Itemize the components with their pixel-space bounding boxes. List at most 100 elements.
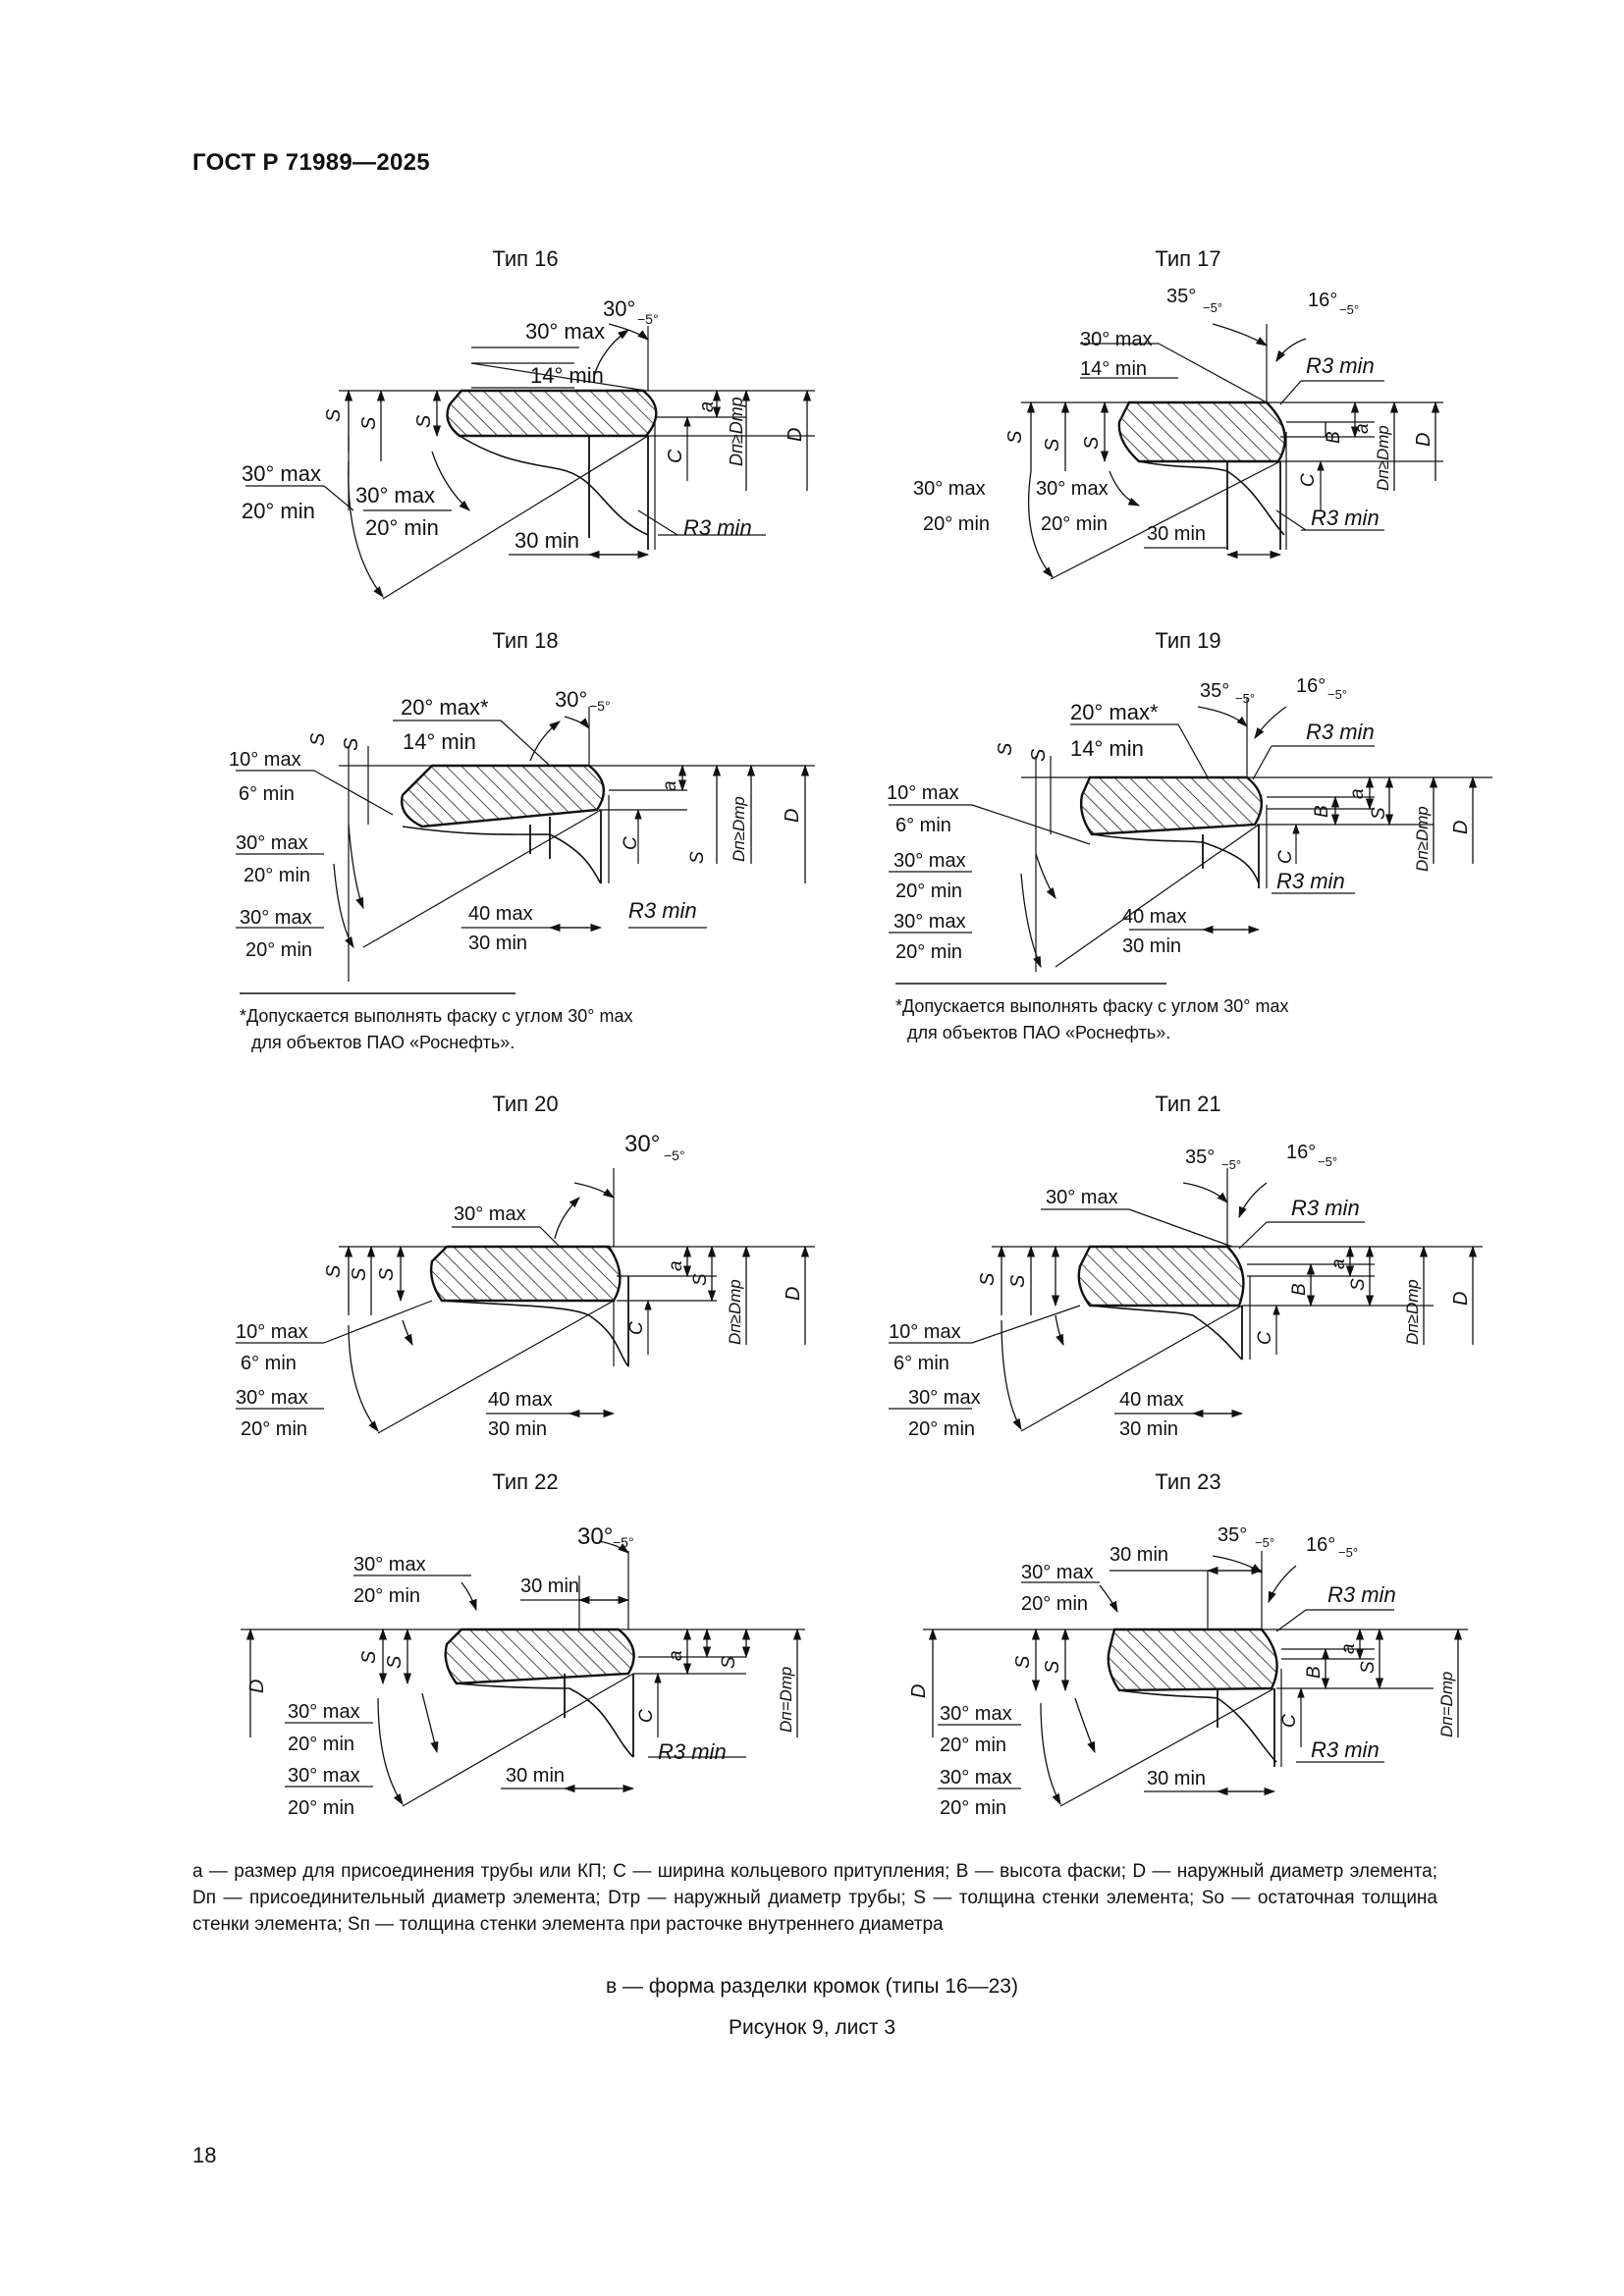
type20-label-S: S <box>323 1264 345 1278</box>
type16-label-D: D <box>785 428 806 442</box>
type19-label-30max-c: 30° max <box>893 911 966 933</box>
type16-label-So: S <box>358 416 380 430</box>
type17-label-16tol: −5° <box>1339 302 1359 317</box>
type16-label-S: S <box>323 408 345 422</box>
type19-footnote-line2: для объектов ПАО «Роснефть». <box>907 1023 1171 1042</box>
type17-title: Тип 17 <box>1155 246 1220 271</box>
type17-label-35deg: 35° <box>1166 286 1196 307</box>
type22-label-20min-c: 20° min <box>288 1797 354 1819</box>
figure-subtitle: в — форма разделки кромок (типы 16—23) <box>606 1975 1018 1998</box>
type21-label-B: B <box>1289 1283 1310 1296</box>
type21-label-C: C <box>1255 1331 1275 1345</box>
figure-legend: a — размер для присоединения трубы или К… <box>192 1861 1437 1935</box>
type18-label-20min-c: 20° min <box>245 939 312 961</box>
type23-label-30max-b: 30° max <box>940 1703 1012 1725</box>
document-header: ГОСТ Р 71989—2025 <box>192 149 430 176</box>
type20-drawing: 30° max 30° −5° 10° max 6° min 30° max 2… <box>236 1131 815 1440</box>
type21-drawing: 30° max 35° −5° 16° −5° R3 min 10° max 6… <box>889 1142 1483 1440</box>
type22-label-So: S <box>384 1655 406 1669</box>
type20-title: Тип 20 <box>492 1092 558 1116</box>
type19-label-So: S <box>1028 748 1050 762</box>
type21-label-a: a <box>1328 1258 1349 1269</box>
type22-label-30max-b: 30° max <box>288 1701 360 1723</box>
type18-label-a: a <box>660 780 680 791</box>
type17-label-C: C <box>1298 473 1319 487</box>
type23-label-B: B <box>1304 1666 1325 1679</box>
type23-label-20min-c: 20° min <box>940 1797 1006 1819</box>
type22-label-30min-top: 30 min <box>520 1575 579 1597</box>
type17-label-20min-b: 20° min <box>923 513 990 535</box>
type19-label-r3-top: R3 min <box>1306 720 1375 744</box>
type23-label-Sp: S <box>1358 1661 1379 1674</box>
type19-label-S: S <box>995 742 1016 756</box>
type22-label-D-left: D <box>246 1680 268 1693</box>
type19-label-14min: 14° min <box>1070 736 1144 761</box>
type20-label-10max: 10° max <box>236 1321 308 1343</box>
type22-label-Sp: S <box>719 1656 739 1669</box>
type19-label-30max-b: 30° max <box>893 850 966 872</box>
type18-label-30max-b: 30° max <box>236 832 308 854</box>
type17-label-30min: 30 min <box>1147 523 1206 545</box>
type20-label-Sp2: S <box>690 1273 711 1286</box>
type22-label-tol: −5° <box>613 1534 634 1550</box>
type20-label-a: a <box>666 1260 686 1271</box>
page-number: 18 <box>192 2143 217 2167</box>
type22-title: Тип 22 <box>492 1469 558 1494</box>
type23-label-r3-top: R3 min <box>1327 1582 1396 1607</box>
type19-label-16tol: −5° <box>1327 687 1347 702</box>
type21-label-r3: R3 min <box>1291 1196 1360 1220</box>
type16-label-30max-b: 30° max <box>242 461 321 486</box>
type16-label-Sp: S <box>413 414 435 428</box>
type18-label-40max: 40 max <box>468 903 533 925</box>
type18-label-tol: −5° <box>589 698 611 714</box>
type18-label-C: C <box>621 836 641 850</box>
type22-label-C: C <box>636 1709 657 1723</box>
type23-label-So: S <box>1042 1660 1063 1674</box>
type18-label-6min: 6° min <box>239 783 295 805</box>
type22-label-20min-b: 20° min <box>288 1734 354 1755</box>
type16-label-30deg: 30° <box>603 296 635 321</box>
type18-footnote: *Допускается выполнять фаску с углом 30°… <box>240 1003 633 1056</box>
type23-label-30max-c: 30° max <box>940 1767 1012 1789</box>
type19-label-a: a <box>1347 788 1368 799</box>
type23-label-16deg: 16° <box>1306 1534 1335 1556</box>
type18-label-10max: 10° max <box>229 749 301 771</box>
type23-label-Dp: Dп=Dтр <box>1437 1672 1456 1737</box>
type18-label-14min: 14° min <box>403 729 476 754</box>
type18-label-Sp: S <box>687 851 708 864</box>
type17-label-20min-c: 20° min <box>1041 513 1108 535</box>
type21-title: Тип 21 <box>1155 1092 1220 1116</box>
type17-label-r3: R3 min <box>1311 506 1380 530</box>
type18-label-30min: 30 min <box>468 933 527 954</box>
type19-label-C: C <box>1275 850 1296 864</box>
type20-label-6min: 6° min <box>241 1353 297 1374</box>
type17-label-35tol: −5° <box>1203 300 1222 315</box>
type17-label-30max-b: 30° max <box>913 478 986 500</box>
type23-label-30min-top: 30 min <box>1110 1544 1168 1566</box>
type20-label-Sp: S <box>376 1267 398 1281</box>
type20-label-30min: 30 min <box>488 1418 547 1440</box>
type21-label-Dp: Dп≥Dтр <box>1403 1279 1422 1345</box>
type17-label-So: S <box>1042 438 1063 452</box>
type20-label-So: S <box>349 1267 370 1281</box>
type18-footnote-line2: для объектов ПАО «Роснефть». <box>251 1033 515 1052</box>
type16-label-a: a <box>696 401 718 412</box>
type23-label-30max: 30° max <box>1021 1562 1094 1583</box>
type19-label-35deg: 35° <box>1200 680 1229 702</box>
type17-label-S: S <box>1004 430 1026 444</box>
type18-drawing: 20° max* 14° min 30° −5° 10° max 6° min … <box>229 687 815 994</box>
type18-title: Тип 18 <box>492 628 558 653</box>
type21-label-So: S <box>1007 1274 1029 1288</box>
type20-label-40max: 40 max <box>488 1389 553 1411</box>
type22-label-S: S <box>358 1650 380 1664</box>
type20-label-30deg: 30° <box>624 1131 660 1157</box>
type17-label-Dp: Dп≥Dтр <box>1374 425 1392 491</box>
type19-label-D: D <box>1450 821 1472 834</box>
type19-label-10max: 10° max <box>887 782 959 804</box>
type21-label-6min: 6° min <box>893 1353 949 1374</box>
type18-footnote-line1: *Допускается выполнять фаску с углом 30°… <box>240 1006 633 1026</box>
type18-label-r3: R3 min <box>628 898 697 923</box>
type18-label-S: S <box>307 732 329 746</box>
type20-label-C: C <box>626 1321 647 1335</box>
type17-label-30max-c: 30° max <box>1036 478 1109 500</box>
